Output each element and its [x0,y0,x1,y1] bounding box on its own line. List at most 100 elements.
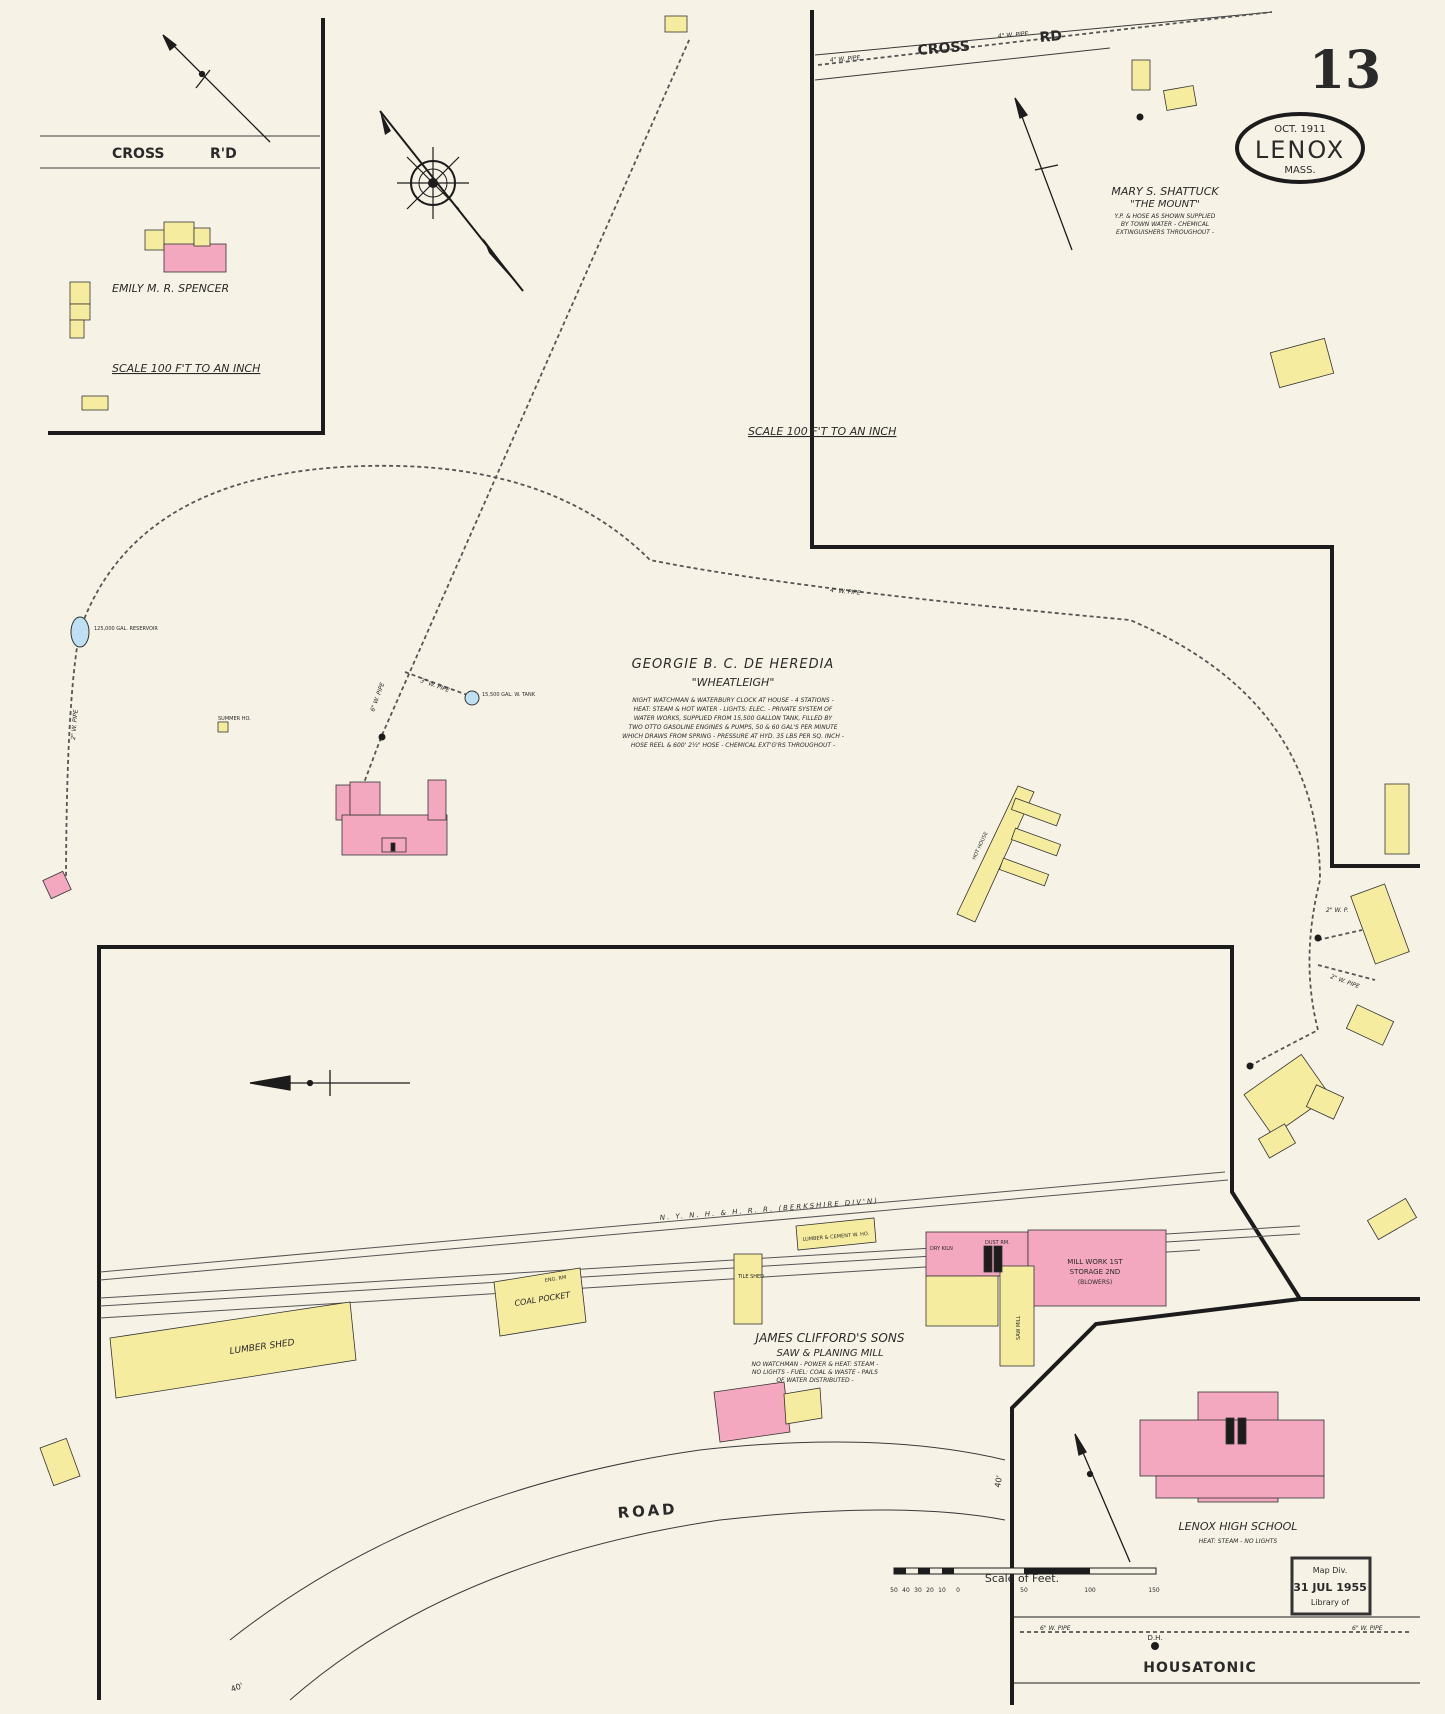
shattuck-name: MARY S. SHATTUCK [1111,185,1219,198]
sheet-number: 13 [1309,40,1381,101]
heredia-note-4: TWO OTTO GASOLINE ENGINES & PUMPS, 50 & … [628,724,837,731]
clifford-note-3: OF WATER DISTRIBUTED - [776,1377,853,1384]
pipe-label-2w: 2" W. PIPE [70,709,80,740]
stamp-line-1: Map Div. [1313,1566,1347,1575]
hot-house [956,785,1062,923]
tile-shed [733,1253,763,1325]
north-arrow-inset [162,34,271,143]
sheet-boundaries [48,10,1420,1705]
compass-rose [379,110,524,292]
road-edge-north [229,1441,1006,1641]
pipe-2w-right [1317,929,1363,941]
pipe-label-top: 4" W. PIPE [830,54,861,64]
shattuck-estate: "THE MOUNT" [1130,199,1200,210]
north-arrow-shattuck [1014,97,1073,251]
summer-house-label: SUMMER HO. [218,716,251,722]
shattuck-buildings [664,15,1335,389]
dry-kiln-label: DRY KILN [930,1246,953,1252]
north-arrow-school [1074,1433,1131,1563]
school-boundary [1010,1297,1420,1705]
scale-feet-label: Scale of Feet. [985,1572,1059,1585]
heredia-note-2: HEAT: STEAM & HOT WATER - LIGHTS: ELEC. … [634,706,833,713]
scale-tick: 50 [890,1587,898,1594]
mill-work-label: MILL WORK 1ST [1067,1258,1123,1266]
scale-inset-label: SCALE 100 F'T TO AN INCH [112,362,260,375]
pipe-4w-loop [65,464,1321,1067]
heredia-note-1: NIGHT WATCHMAN & WATERBURY CLOCK AT HOUS… [632,697,834,704]
water-tank [464,690,480,706]
cross-rd-inset-1: CROSS [112,146,165,162]
pipe-2w-right-2 [1317,964,1376,981]
library-stamp: Map Div. 31 JUL 1955 Library of [1290,1556,1372,1616]
west-arrow-mill [249,1070,410,1096]
dust-rm-label: DUST RM. [985,1240,1010,1246]
reservoir [70,616,90,648]
scale-tick: 10 [938,1587,946,1594]
pipe-label-curve: 4" W. PIPE [830,587,861,597]
pipe-label-top-2: 4" W. PIPE [998,30,1029,40]
clifford-name: JAMES CLIFFORD'S SONS [754,1331,905,1345]
scale-tick: 50 [1020,1587,1028,1594]
cross-rd-top-edge-1 [814,11,1273,56]
pipe-label-2w-right: 2" W. P. [1326,907,1349,914]
scale-tick: 40 [902,1587,910,1594]
eng-rm-label: ENG. RM [544,1275,566,1284]
railroad-label: N. Y. N. H. & H. R. R. (BERKSHIRE DIV'N) [660,1197,880,1222]
heredia-name: GEORGIE B. C. DE HEREDIA [632,657,835,672]
lumber-shed [109,1301,357,1399]
coal-pocket [493,1267,587,1337]
roads [40,11,1273,1701]
high-school-note: HEAT: STEAM - NO LIGHTS [1199,1538,1278,1545]
housatonic-label: HOUSATONIC [1143,1660,1256,1676]
cross-rd-top-2: RD [1039,28,1063,46]
lumber-cement-label: LUMBER & CEMENT W. HO. [802,1231,869,1243]
scale-bar [893,1567,1157,1575]
pipe-main-north [381,37,691,736]
mill-work [1027,1229,1167,1307]
scale-main-label: SCALE 100 F'T TO AN INCH [748,425,896,438]
inset-boundary [48,18,325,435]
spencer-label: EMILY M. R. SPENCER [112,282,229,295]
shattuck-note-1: Y.P. & HOSE AS SHOWN SUPPLIED [1115,213,1216,220]
heredia-note-5: WHICH DRAWS FROM SPRING - PRESSURE AT HY… [622,733,844,740]
road-dim-label-2: 40' [230,1681,245,1694]
pipe-housatonic-label-2: 6" W. PIPE [1352,1625,1383,1632]
pipe-label-6w: 6" W. PIPE [369,681,386,712]
scale-tick: 150 [1148,1587,1160,1594]
town-name: LENOX [1255,136,1345,164]
blowers-label: (BLOWERS) [1078,1279,1112,1286]
mill-buildings [109,1217,1167,1443]
boiler-house [713,1381,791,1443]
wheatleigh-house [42,721,448,900]
tile-shed-label: TILE SHED [737,1274,764,1280]
road-edge-south [289,1509,1006,1701]
road-label: ROAD [617,1500,678,1522]
dh-label: D.H. [1148,1634,1163,1642]
stamp-line-3: Library of [1311,1598,1349,1607]
spencer-buildings [69,221,227,411]
high-school-building [1139,1391,1325,1503]
shattuck-note-3: EXTINGUISHERS THROUGHOUT - [1116,229,1214,236]
clifford-note-2: NO LIGHTS - FUEL: COAL & WASTE - PAILS [752,1369,878,1376]
road-dim-label: 40' [993,1475,1004,1489]
sheet-date: OCT. 1911 [1274,124,1326,135]
clifford-mill: SAW & PLANING MILL [776,1348,883,1359]
scale-tick: 0 [956,1587,960,1594]
pipe-label-2w-right-2: 2" W. PIPE [1329,973,1360,990]
saw-mill [999,1265,1035,1367]
scale-tick: 30 [914,1587,922,1594]
cross-rd-top-1: CROSS [917,38,971,59]
tank-label: 15,500 GAL. W. TANK [482,692,536,698]
pipe-label-3w: 3" W. PIPE [419,677,450,694]
stamp-date: 31 JUL 1955 [1293,1581,1367,1594]
scale-tick: 20 [926,1587,934,1594]
town-cartouche [1235,112,1365,184]
hydrants [378,113,1322,1650]
saw-mill-label: SAW MILL [1016,1315,1022,1340]
shattuck-boundary [810,10,1420,868]
right-side-buildings [39,783,1418,1487]
storage-label: STORAGE 2ND [1070,1268,1121,1276]
pipe-housatonic-label: 6" W. PIPE [1040,1625,1071,1632]
pipe-3w-tank [404,671,471,697]
